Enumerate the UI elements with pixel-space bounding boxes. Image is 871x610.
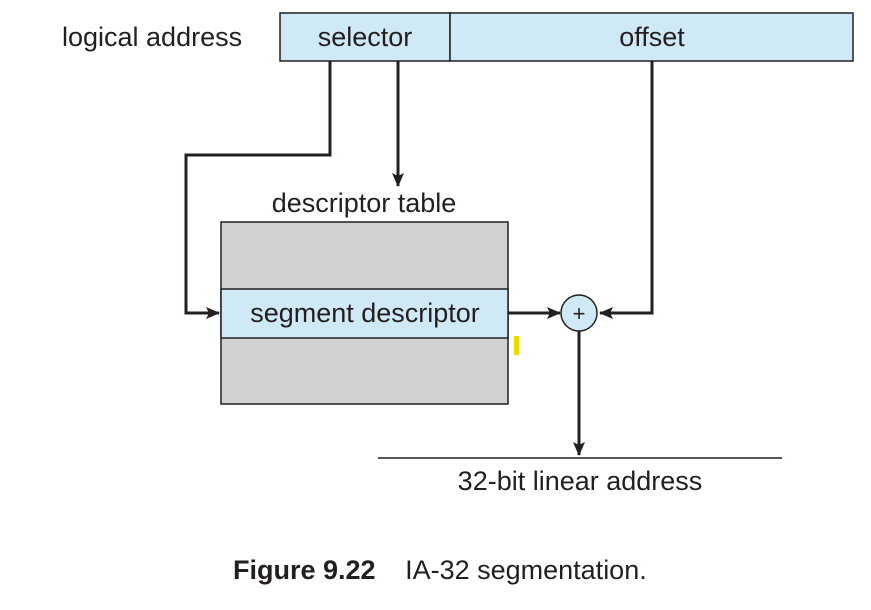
figure-caption-text: IA-32 segmentation. (405, 555, 647, 585)
adder-symbol: + (573, 301, 586, 326)
logical-address-label: logical address (62, 22, 242, 52)
descriptor-table-title: descriptor table (272, 188, 457, 218)
figure-caption: Figure 9.22 IA-32 segmentation. (233, 555, 647, 585)
selector-to-descriptor-arrow (184, 61, 332, 319)
segment-descriptor-label: segment descriptor (250, 298, 480, 328)
highlight-marker (514, 336, 519, 355)
offset-to-adder-arrow (599, 61, 654, 319)
selector-label: selector (318, 22, 413, 52)
offset-label: offset (619, 22, 685, 52)
figure-number: Figure 9.22 (233, 555, 376, 585)
selector-field (279, 12, 451, 62)
offset-field (449, 12, 854, 62)
linear-address-label: 32-bit linear address (458, 466, 703, 496)
